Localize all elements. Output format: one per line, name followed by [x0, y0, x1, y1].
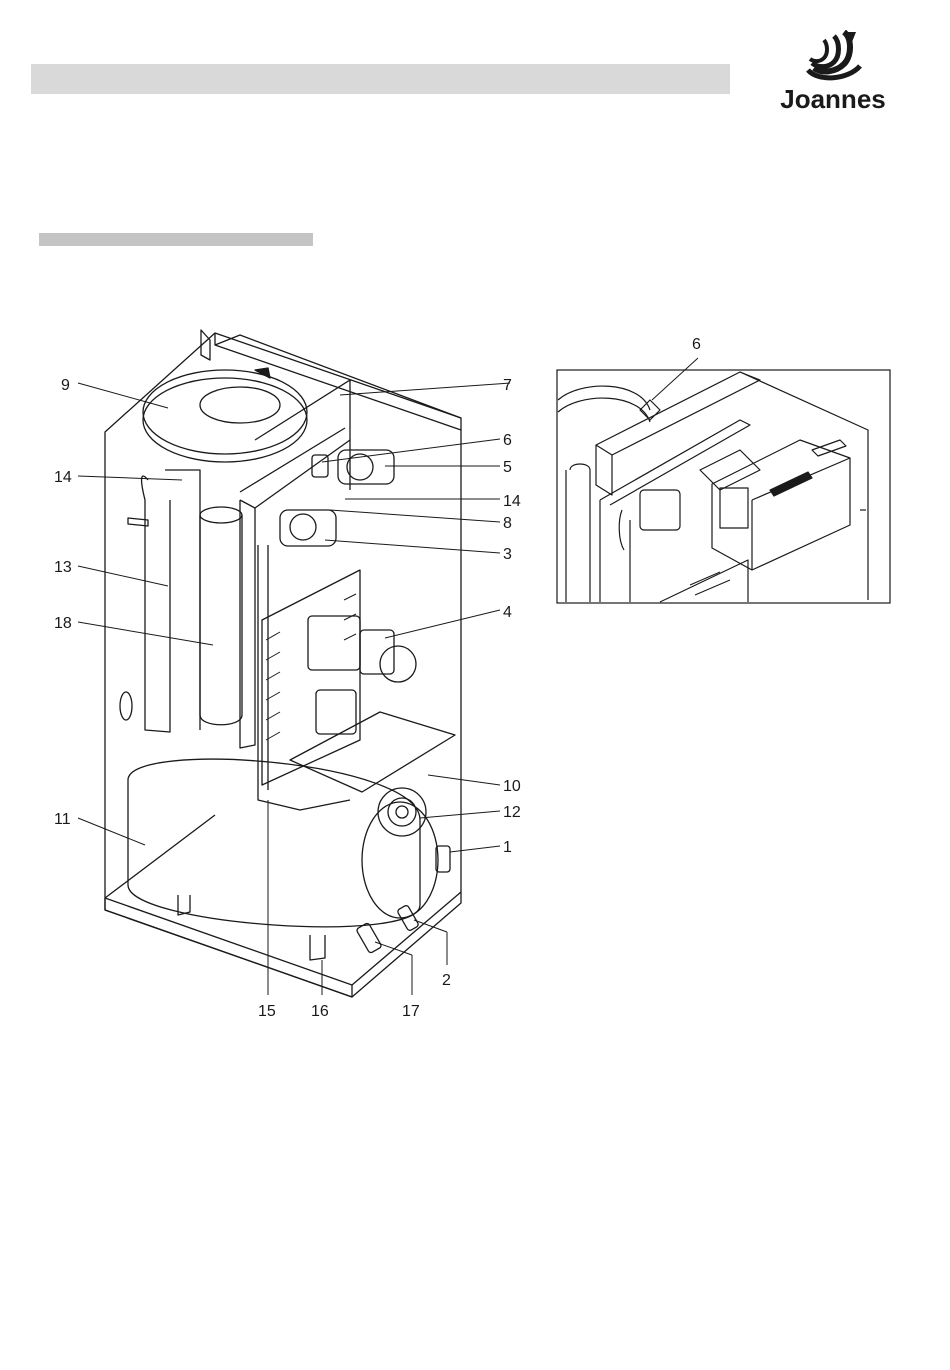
drain-valve [356, 922, 382, 953]
callout-6: 6 [503, 432, 512, 449]
callout-18: 18 [54, 615, 72, 632]
expansion-vessel [143, 370, 307, 454]
dhw-tank [128, 759, 420, 927]
callout-17: 17 [402, 1003, 420, 1020]
callout-4: 4 [503, 604, 512, 621]
callout-10: 10 [503, 778, 521, 795]
callout-11: 11 [54, 811, 71, 828]
callout-12: 12 [503, 804, 521, 821]
callout-2: 2 [442, 972, 451, 989]
callout-15: 15 [258, 1003, 276, 1020]
callout-7: 7 [503, 377, 512, 394]
callout-16: 16 [311, 1003, 329, 1020]
callout-14-left: 14 [54, 469, 72, 486]
heat-exchanger [200, 515, 242, 725]
callout-3: 3 [503, 546, 512, 563]
callout-8: 8 [503, 515, 512, 532]
cabinet-frame [105, 333, 461, 997]
detail-callout-6: 6 [692, 336, 701, 353]
callout-5: 5 [503, 459, 512, 476]
burner [308, 616, 360, 670]
callout-13: 13 [54, 559, 72, 576]
detail-inset: 6 [557, 336, 890, 603]
callout-1: 1 [503, 839, 512, 856]
callout-14-right: 14 [503, 493, 521, 510]
callout-9: 9 [61, 377, 70, 394]
